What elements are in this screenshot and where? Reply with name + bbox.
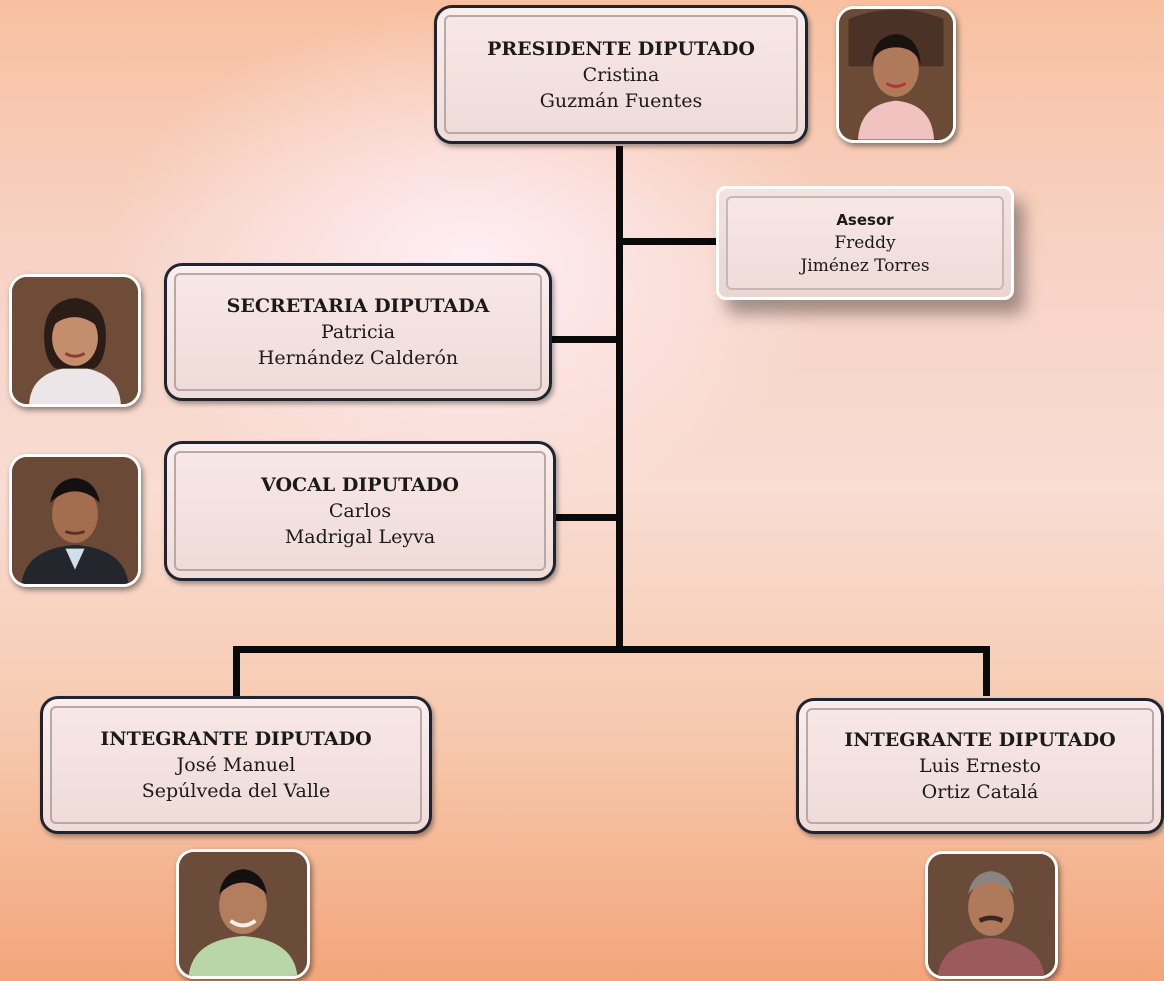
member-right-first-name: Luis Ernesto [919,755,1041,777]
connector-trunk [616,146,623,653]
connector-secretary [552,336,620,343]
president-last-name: Guzmán Fuentes [539,89,703,112]
vocal-box: VOCAL DIPUTADO Carlos Madrigal Leyva [164,441,556,581]
secretary-first-name: Patricia [320,321,396,343]
vocal-role: VOCAL DIPUTADO [261,474,459,496]
member-right-portrait-icon [928,854,1055,976]
member-left-last-name: Sepúlveda del Valle [141,780,331,802]
member-right-box: INTEGRANTE DIPUTADO Luis Ernesto Ortiz C… [796,698,1164,834]
vocal-box-inner: VOCAL DIPUTADO Carlos Madrigal Leyva [174,451,546,571]
member-right-box-inner: INTEGRANTE DIPUTADO Luis Ernesto Ortiz C… [806,708,1154,824]
vocal-portrait-icon [12,457,138,584]
connector-advisor [619,238,716,245]
connector-member-right [983,646,990,696]
member-left-box-inner: INTEGRANTE DIPUTADO José Manuel Sepúlved… [50,706,422,824]
president-box-inner: PRESIDENTE DIPUTADO Cristina Guzmán Fuen… [444,15,798,134]
connector-member-left [233,646,240,696]
president-role: PRESIDENTE DIPUTADO [487,37,755,60]
secretary-box-inner: SECRETARIA DIPUTADA Patricia Hernández C… [174,273,542,391]
secretary-photo [9,274,141,407]
secretary-last-name: Hernández Calderón [257,347,459,369]
vocal-first-name: Carlos [328,500,392,522]
president-box: PRESIDENTE DIPUTADO Cristina Guzmán Fuen… [434,5,808,144]
connector-vocal [556,514,620,521]
secretary-portrait-icon [12,277,138,404]
vocal-last-name: Madrigal Leyva [284,526,436,548]
advisor-box: Asesor Freddy Jiménez Torres [716,186,1014,300]
member-left-first-name: José Manuel [176,754,296,776]
member-right-role: INTEGRANTE DIPUTADO [844,729,1116,751]
president-photo [836,6,956,143]
member-left-role: INTEGRANTE DIPUTADO [100,728,372,750]
advisor-last-name: Jiménez Torres [800,255,930,276]
member-right-photo [925,851,1058,979]
member-left-box: INTEGRANTE DIPUTADO José Manuel Sepúlved… [40,696,432,834]
president-first-name: Cristina [582,63,660,86]
advisor-first-name: Freddy [834,232,896,253]
member-right-last-name: Ortiz Catalá [921,781,1039,803]
secretary-box: SECRETARIA DIPUTADA Patricia Hernández C… [164,263,552,401]
member-left-portrait-icon [179,852,307,976]
member-left-photo [176,849,310,979]
secretary-role: SECRETARIA DIPUTADA [226,295,490,317]
advisor-box-inner: Asesor Freddy Jiménez Torres [726,196,1004,290]
vocal-photo [9,454,141,587]
connector-members-bar [233,646,990,653]
advisor-role: Asesor [836,210,894,229]
president-portrait-icon [839,9,953,140]
